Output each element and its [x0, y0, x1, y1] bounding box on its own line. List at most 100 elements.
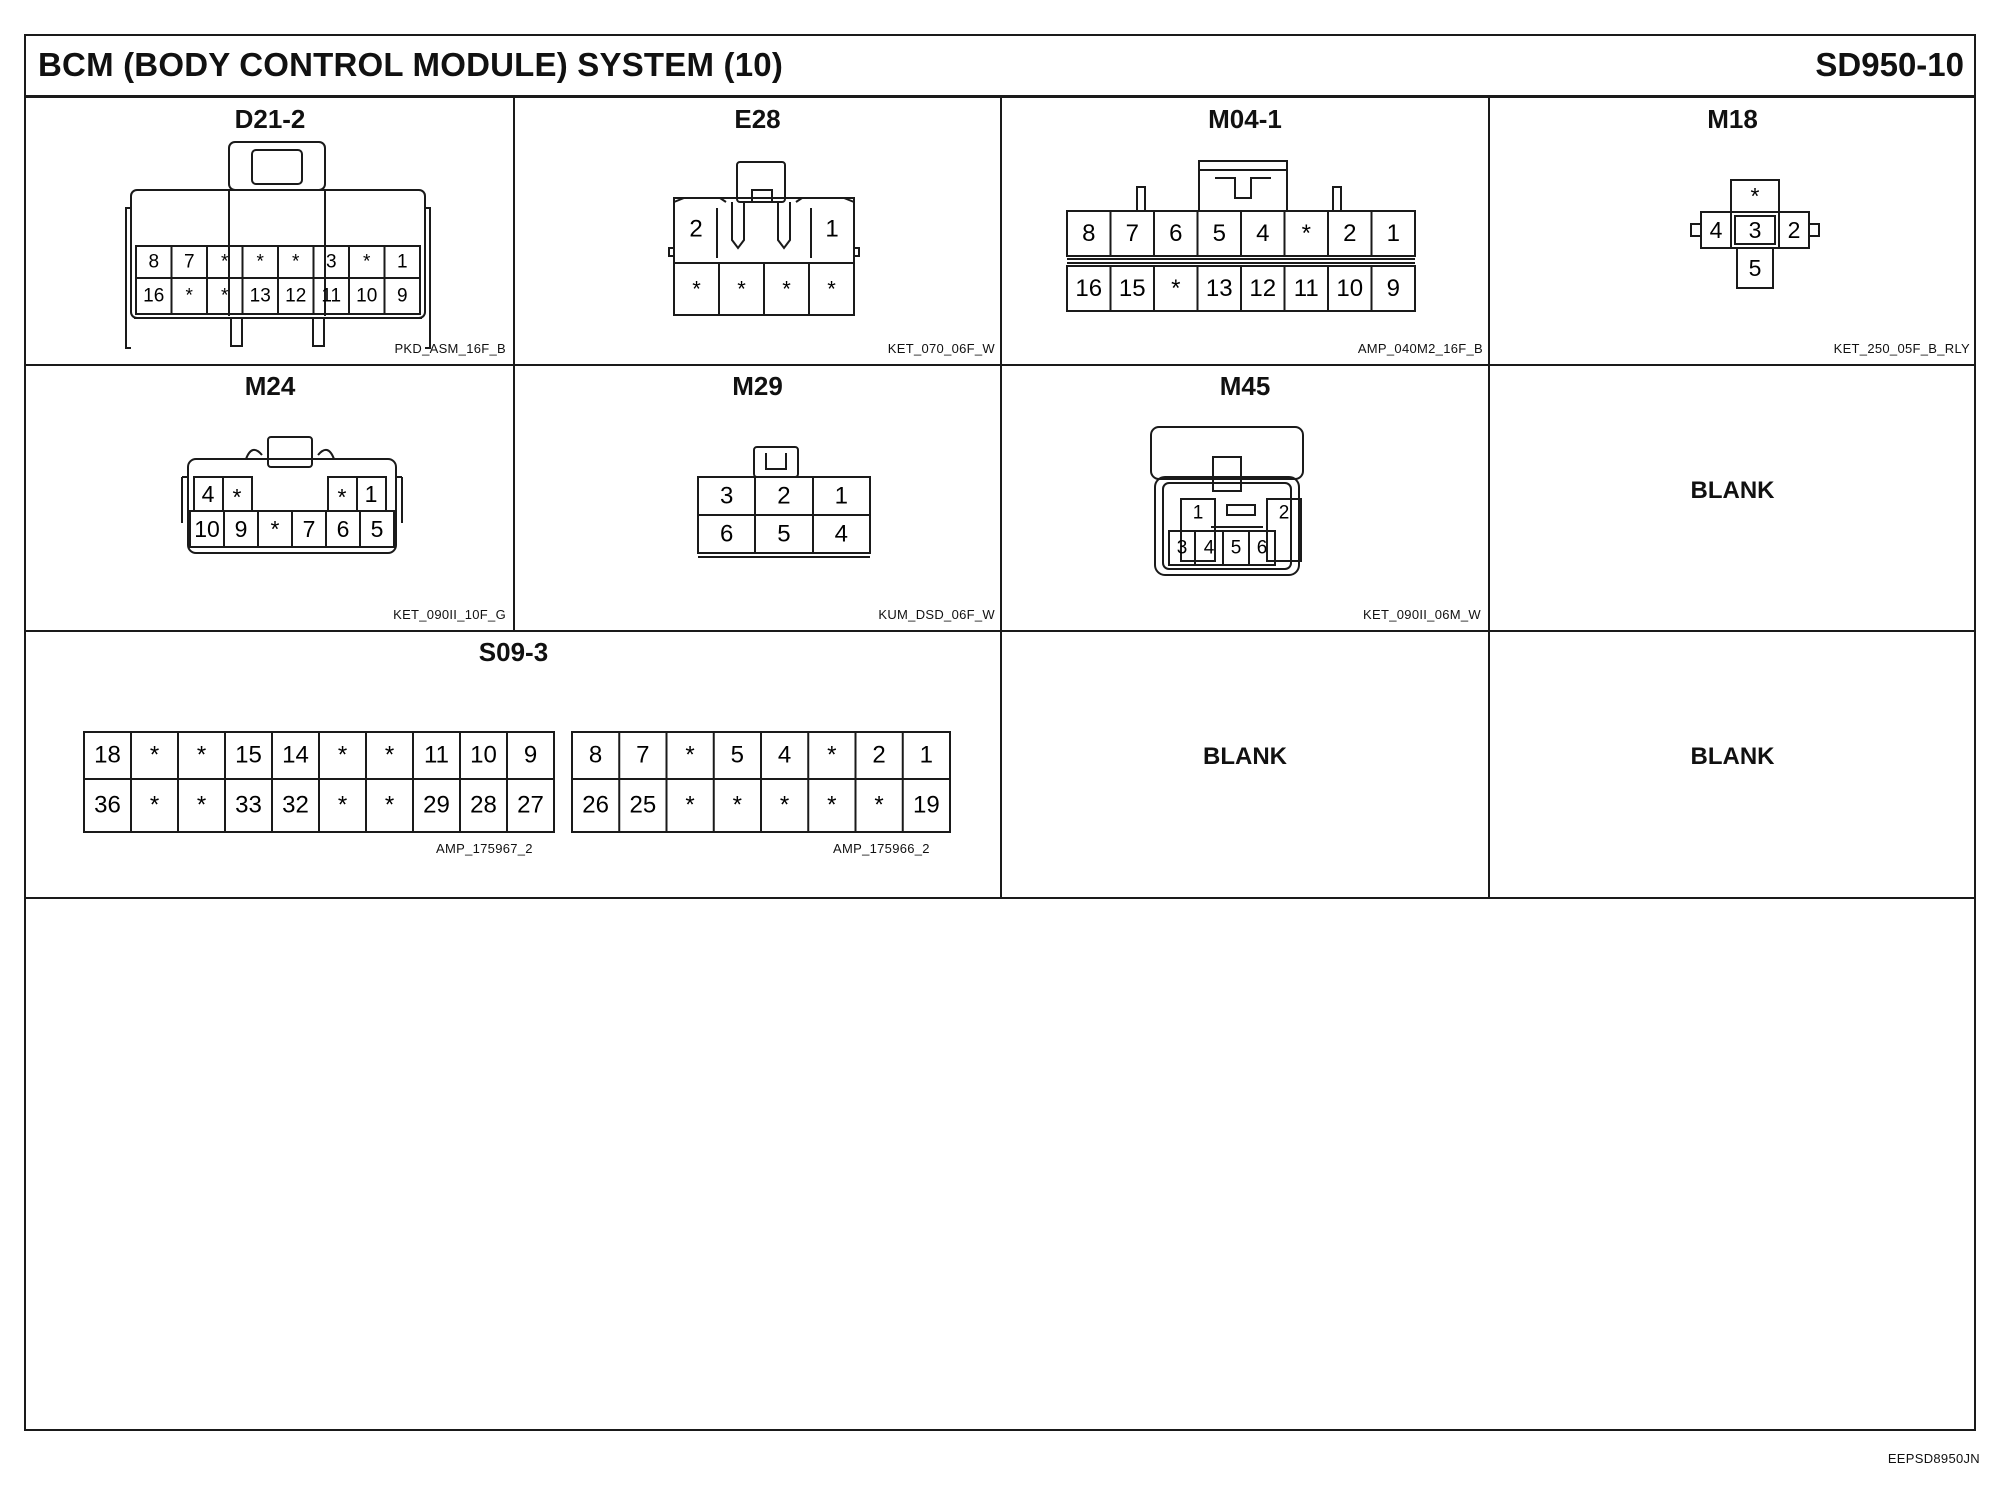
pin-number: 15	[235, 742, 262, 769]
empty-pin-marker: *	[338, 742, 347, 769]
part-number: PKD_ASM_16F_B	[394, 341, 506, 356]
pin-number: 5	[777, 521, 790, 548]
pin-number: 3	[1749, 217, 1762, 243]
empty-pin-marker: *	[150, 792, 159, 819]
pin-number: 6	[1257, 538, 1268, 559]
document-reference: EEPSD8950JN	[1887, 1451, 1980, 1466]
pin-number: 11	[1294, 275, 1319, 302]
pin-number: 2	[689, 216, 702, 243]
empty-pin-marker: *	[233, 484, 242, 510]
empty-pin-marker: *	[363, 252, 371, 273]
pin-number: 1	[1193, 503, 1204, 524]
pin-number: 13	[250, 286, 271, 307]
pin-number: 33	[235, 792, 262, 819]
empty-pin-marker: *	[221, 252, 229, 273]
pin-number: 4	[835, 521, 848, 548]
pin-number: 3	[720, 483, 733, 510]
part-number-left: AMP_175967_2	[436, 841, 533, 856]
connector-name: E28	[734, 104, 781, 134]
pin-number: 5	[1213, 220, 1226, 247]
pin-cell	[1370, 265, 1416, 312]
pin-number: 12	[285, 286, 306, 307]
pin-number: 9	[397, 286, 408, 307]
pin-number: 1	[825, 216, 838, 243]
pin-number: 6	[1169, 220, 1182, 247]
empty-pin-marker: *	[150, 742, 159, 769]
pin-cell	[383, 277, 421, 315]
empty-pin-marker: *	[737, 277, 746, 302]
pin-number: 5	[371, 516, 384, 542]
page-title: BCM (BODY CONTROL MODULE) SYSTEM (10)	[38, 46, 784, 83]
pin-number: 6	[337, 516, 350, 542]
blank-cell: BLANK	[1001, 631, 1489, 898]
part-number-right: AMP_175966_2	[833, 841, 930, 856]
pin-number: 10	[356, 286, 377, 307]
grid-lines	[26, 98, 1976, 899]
pin-number: 7	[636, 742, 649, 769]
empty-pin-marker: *	[780, 792, 789, 819]
pin-number: 2	[1788, 217, 1801, 243]
empty-pin-marker: *	[197, 792, 206, 819]
pin-number: 16	[1075, 275, 1102, 302]
empty-pin-marker: *	[827, 792, 836, 819]
empty-pin-marker: *	[338, 484, 347, 510]
pin-number: 1	[397, 252, 408, 273]
pin-number: 8	[1082, 220, 1095, 247]
pin-number: 2	[777, 483, 790, 510]
part-number: KET_070_06F_W	[887, 341, 995, 356]
empty-pin-marker: *	[874, 792, 883, 819]
empty-pin-marker: *	[257, 252, 265, 273]
part-number: KET_090II_06M_W	[1363, 607, 1481, 622]
part-number: KUM_DSD_06F_W	[878, 607, 995, 622]
connector-name: M24	[244, 371, 296, 401]
pin-number: 7	[303, 516, 316, 542]
empty-pin-marker: *	[271, 516, 280, 542]
empty-pin-marker: *	[221, 286, 229, 307]
pin-number: 5	[1749, 255, 1762, 281]
blank-cell: BLANK	[1489, 631, 1976, 898]
blank-label: BLANK	[1203, 743, 1287, 770]
blank-cell: BLANK	[1489, 365, 1976, 631]
pin-number: 5	[1231, 538, 1242, 559]
empty-pin-marker: *	[685, 742, 694, 769]
page-code: SD950-10	[1815, 46, 1964, 83]
connector-name: D21-2	[234, 104, 306, 134]
pin-number: 4	[202, 481, 215, 507]
pin-number: 13	[1206, 275, 1233, 302]
pin-number: 4	[778, 742, 791, 769]
pin-number: 7	[184, 252, 195, 273]
pin-number: 36	[94, 792, 121, 819]
blank-label: BLANK	[1690, 477, 1775, 504]
pin-number: 1	[1387, 220, 1400, 247]
pin-number: 16	[143, 286, 164, 307]
pin-cell	[1370, 210, 1416, 257]
empty-pin-marker: *	[827, 277, 836, 302]
connector-name: M45	[1219, 371, 1271, 401]
connector-e28: E28	[514, 98, 1001, 365]
diagram-sheet: BCM (BODY CONTROL MODULE) SYSTEM (10) SD…	[24, 34, 1976, 1431]
empty-pin-marker: *	[733, 792, 742, 819]
pin-number: 11	[321, 286, 341, 307]
pin-number: 10	[470, 742, 497, 769]
empty-pin-marker: *	[338, 792, 347, 819]
pin-number: 7	[1126, 220, 1139, 247]
empty-pin-marker: *	[692, 277, 701, 302]
pin-number: 1	[835, 483, 848, 510]
empty-pin-marker: *	[1302, 220, 1311, 247]
empty-pin-marker: *	[292, 252, 300, 273]
header: BCM (BODY CONTROL MODULE) SYSTEM (10) SD…	[26, 36, 1974, 98]
empty-pin-marker: *	[685, 792, 694, 819]
empty-pin-marker: *	[186, 286, 194, 307]
pin-number: 8	[589, 742, 602, 769]
pin-number: 11	[424, 742, 449, 769]
